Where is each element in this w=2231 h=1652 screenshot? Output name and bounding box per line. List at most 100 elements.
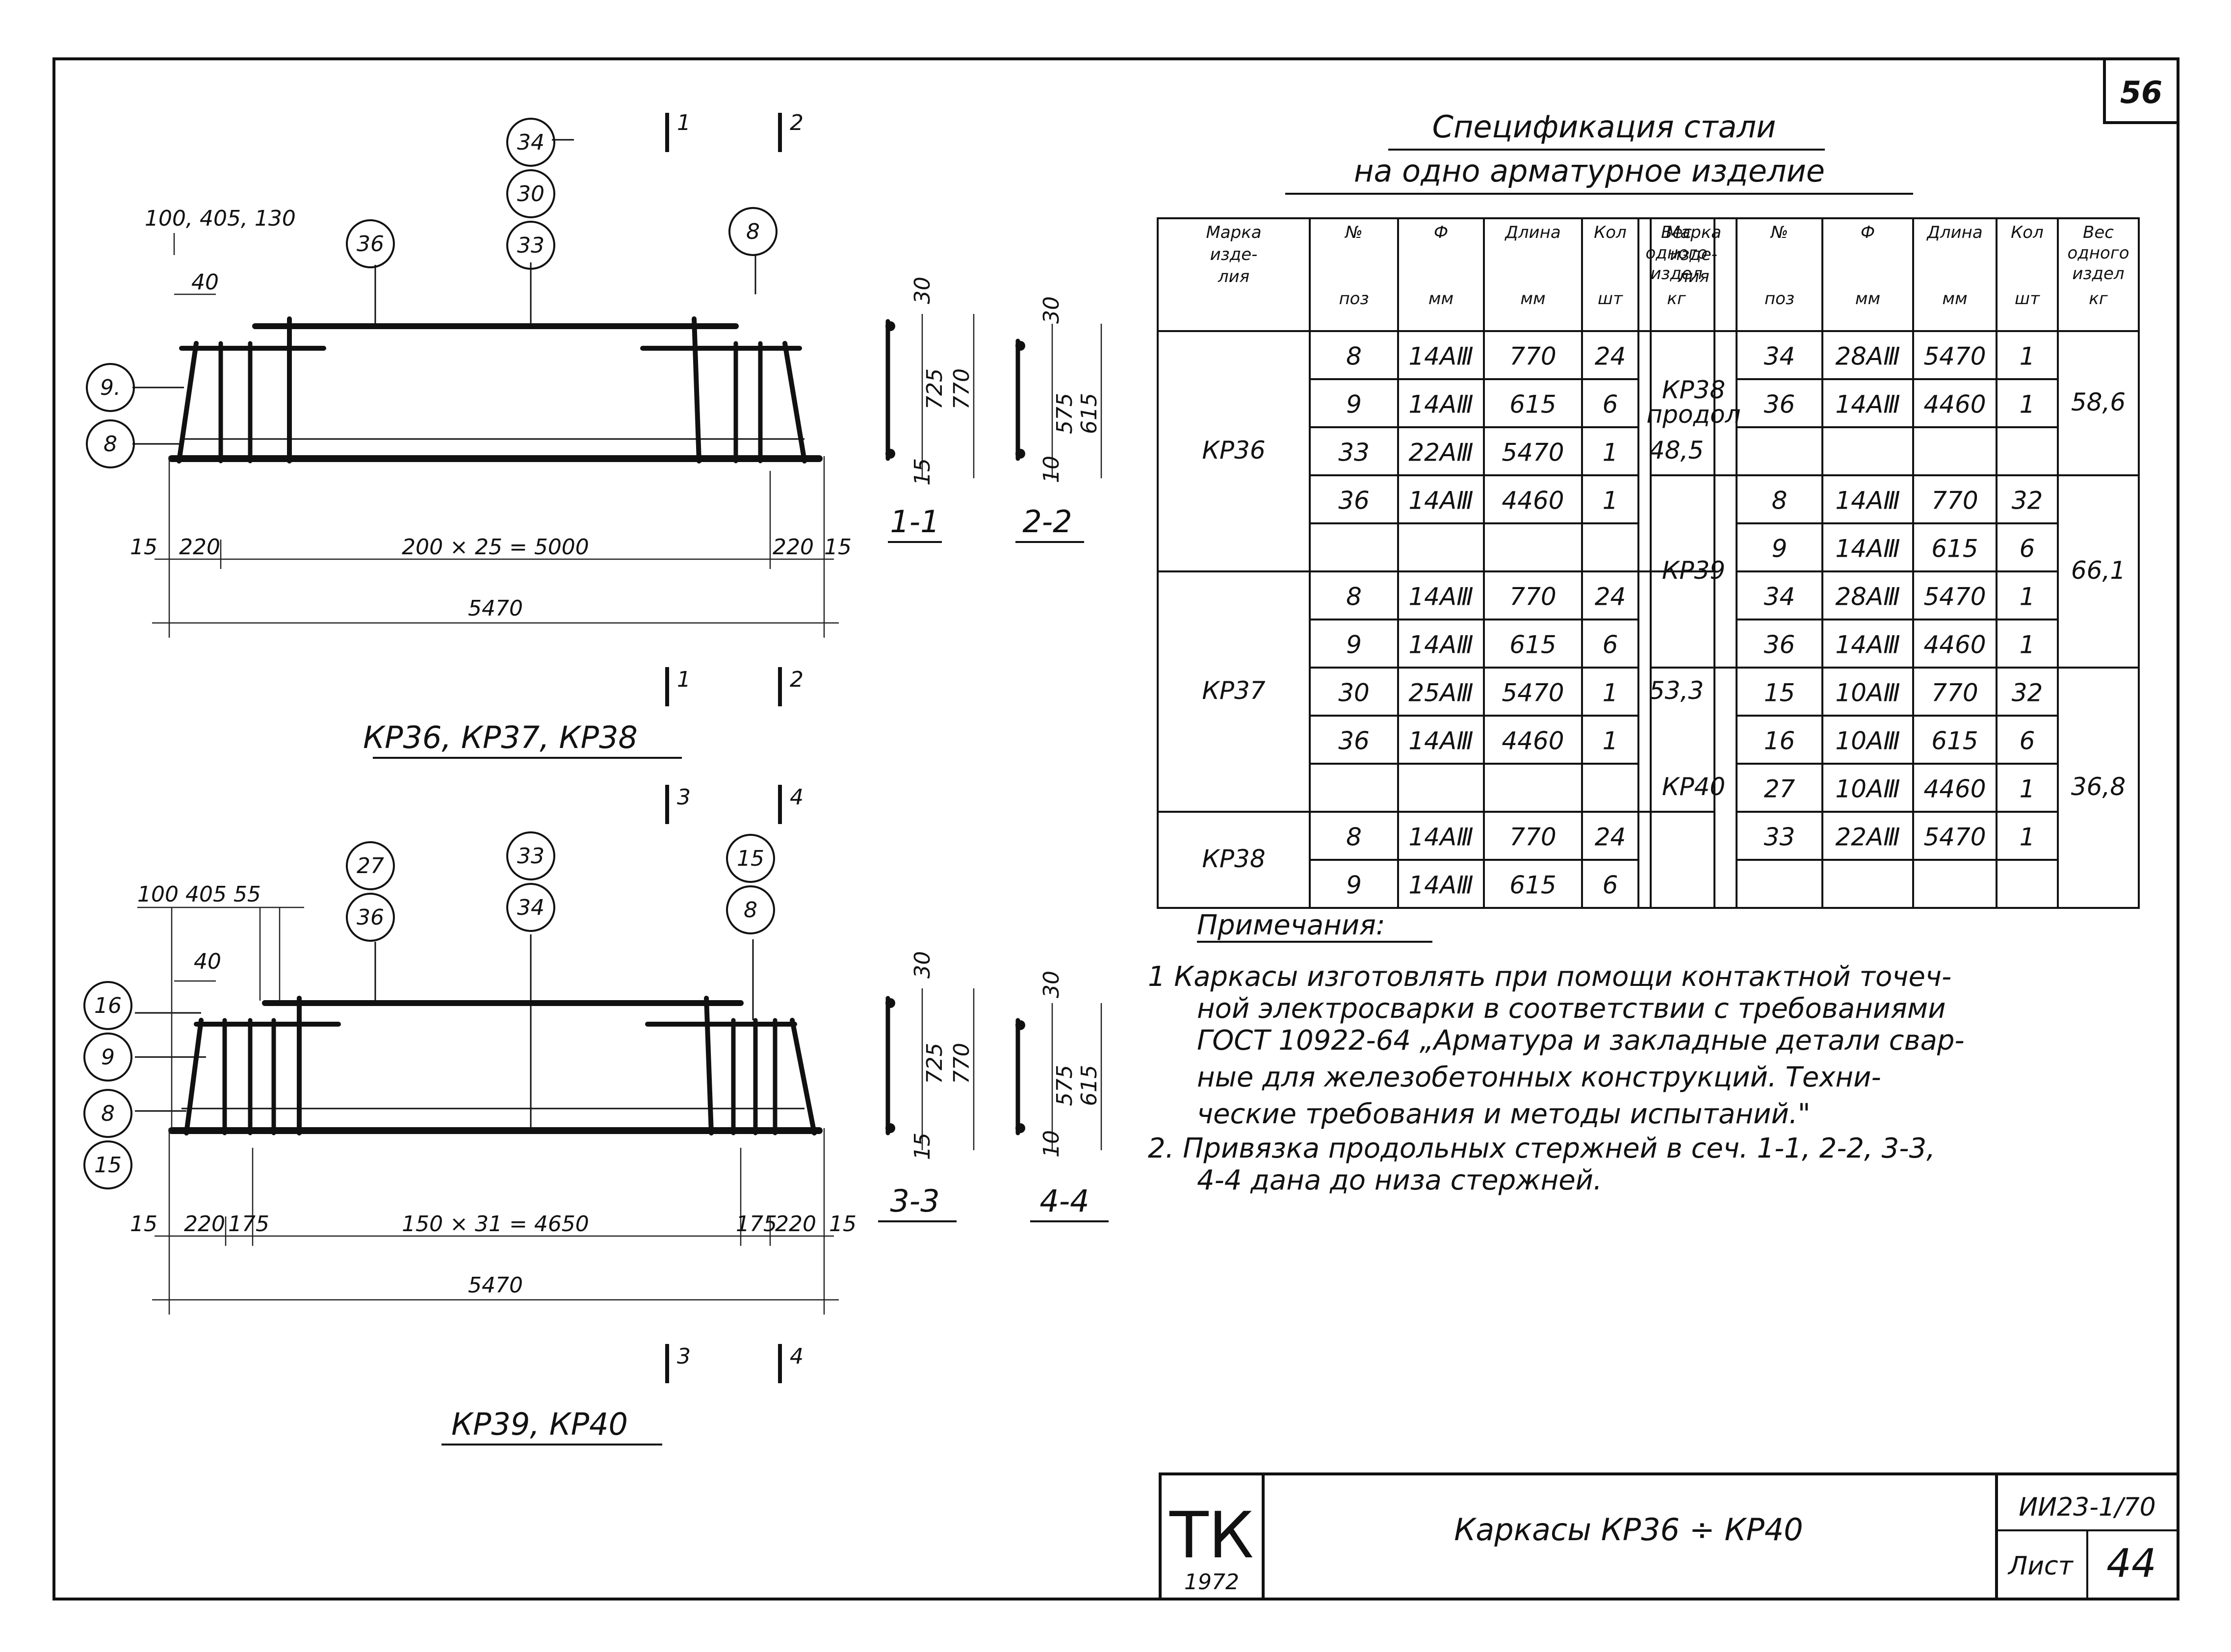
cell-diam: 14АⅢ	[1408, 871, 1473, 900]
cell-length: 615	[1509, 390, 1556, 419]
callout-34: 34	[517, 130, 545, 155]
cell-length: 770	[1931, 487, 1978, 515]
callout-15: 15	[737, 846, 764, 871]
cell-pos: 9	[1346, 631, 1362, 659]
cut-4-bottom: 4	[790, 1344, 804, 1369]
cell-length: 5470	[1923, 342, 1986, 371]
dim-220-left: 220	[179, 535, 220, 560]
dim-40-bottom: 40	[194, 949, 221, 974]
cell-length: 770	[1509, 583, 1556, 611]
title-logo: ТК	[1169, 1498, 1254, 1573]
cell-diam: 14АⅢ	[1408, 342, 1473, 371]
cell-qty: 24	[1595, 342, 1626, 371]
table-header-mark: изде-	[1210, 245, 1258, 264]
table-header-weight: кг	[1667, 289, 1686, 309]
dim-total: 5470	[468, 596, 523, 621]
table-header-diam: Ф	[1434, 223, 1448, 242]
cell-pos: 15	[1764, 679, 1795, 707]
callout-8-bottom: 8	[744, 898, 757, 923]
cell-length: 5470	[1502, 679, 1564, 707]
cell-diam: 28АⅢ	[1835, 583, 1900, 611]
cut-2-top: 2	[790, 110, 804, 135]
table-header-mark: лия	[1677, 267, 1709, 286]
cell-diam: 10АⅢ	[1835, 727, 1900, 755]
cell-length: 4460	[1923, 775, 1986, 803]
cell-qty: 6	[2020, 535, 2035, 563]
table-header-length: Длина	[1504, 223, 1560, 242]
cell-qty: 1	[2020, 775, 2035, 803]
title-text: Каркасы КР36 ÷ КР40	[1454, 1512, 1803, 1548]
table-header-mark: изде-	[1670, 245, 1717, 264]
cell-diam: 14АⅢ	[1408, 487, 1473, 515]
cell-length: 5470	[1923, 583, 1986, 611]
cell-qty: 24	[1595, 583, 1626, 611]
dim-15-right-bottom: 15	[829, 1212, 856, 1237]
cell-weight: 53,3	[1649, 676, 1704, 705]
dim-middle: 200 × 25 = 5000	[402, 535, 589, 560]
spec-table-right: Маркаизде-лия№позФммДлинаммКолштВесодног…	[1646, 217, 2140, 909]
table-header-pos: поз	[1339, 289, 1369, 309]
cell-length: 4460	[1923, 390, 1986, 419]
note-1-line-1: 1 Каркасы изготовлять при помощи контакт…	[1148, 961, 1951, 993]
table-header-diam: мм	[1428, 289, 1453, 309]
dim-220-right: 220	[773, 535, 814, 560]
cell-diam: 10АⅢ	[1835, 775, 1900, 803]
callout-9-bottom: 9	[101, 1045, 115, 1070]
sheet-number: 56	[2120, 75, 2162, 110]
s22-d575: 575	[1052, 393, 1077, 434]
cut-3-top: 3	[677, 785, 691, 810]
cell-mark: КР37	[1202, 676, 1265, 705]
s44-d30: 30	[1039, 971, 1064, 998]
callout-15-left: 15	[94, 1153, 122, 1178]
cell-length: 4460	[1502, 487, 1564, 515]
cell-diam: 14АⅢ	[1835, 487, 1900, 515]
title-code: ИИ23-1/70	[2019, 1493, 2156, 1522]
cell-pos: 8	[1346, 342, 1362, 371]
cell-diam: 25АⅢ	[1408, 679, 1473, 707]
top-frame-drawing: 34 30 33 36 8 9. 8 100, 405, 130 40 15 2…	[86, 110, 852, 759]
bottom-drawing-caption: КР39, КР40	[451, 1406, 628, 1442]
cell-qty: 24	[1595, 823, 1626, 852]
section-4-4: 30 575 615 10 4-4	[1015, 971, 1109, 1222]
table-header-pos: №	[1770, 223, 1788, 242]
cell-mark: КР39	[1662, 556, 1725, 585]
dim-40: 40	[191, 270, 219, 295]
callout-8-left-bottom: 8	[101, 1101, 115, 1126]
cell-pos: 36	[1338, 487, 1370, 515]
cell-qty: 1	[2020, 823, 2035, 852]
table-header-weight: кг	[2089, 289, 2108, 309]
cell-pos: 8	[1772, 487, 1788, 515]
table-header-mark: Марка	[1666, 223, 1721, 242]
table-header-pos: поз	[1764, 289, 1794, 309]
s44-d615: 615	[1077, 1065, 1102, 1106]
table-header-mark: лия	[1218, 267, 1249, 286]
section-3-3: 30 725 770 15 3-3	[878, 951, 975, 1222]
note-2-line-1: 2. Привязка продольных стержней в сеч. 1…	[1148, 1133, 1935, 1164]
cell-qty: 1	[1603, 679, 1618, 707]
cell-pos: 33	[1764, 823, 1795, 852]
cell-qty: 6	[2020, 727, 2035, 755]
dims-top-label-bottom: 100 405 55	[137, 882, 261, 907]
table-header-qty: шт	[1598, 289, 1623, 309]
s33-d30: 30	[910, 951, 935, 979]
section-3-3-label: 3-3	[890, 1183, 939, 1219]
s11-d770: 770	[949, 368, 974, 410]
cell-diam: 14АⅢ	[1408, 727, 1473, 755]
cell-qty: 32	[2012, 679, 2043, 707]
callout-36: 36	[357, 232, 384, 257]
s33-d15: 15	[910, 1133, 935, 1160]
note-1-line-3: ГОСТ 10922-64 „Арматура и закладные дета…	[1197, 1025, 1965, 1057]
callout-9: 9.	[100, 375, 121, 400]
table-frame	[1157, 217, 1715, 909]
cell-weight: 36,8	[2071, 773, 2126, 801]
s44-d10: 10	[1039, 1130, 1064, 1158]
cell-diam: 22АⅢ	[1408, 439, 1473, 467]
note-1-line-5: ческие требования и методы испытаний."	[1197, 1098, 1810, 1130]
notes-heading: Примечания:	[1197, 909, 1385, 941]
note-1-line-4: ные для железобетонных конструкций. Техн…	[1197, 1061, 1881, 1093]
dim-middle-bottom: 150 × 31 = 4650	[402, 1212, 589, 1237]
section-2-2: 30 575 615 10 2-2	[1015, 296, 1102, 543]
cell-weight: 58,6	[2071, 388, 2126, 416]
spec-title-line1: Спецификация стали	[1432, 109, 1776, 145]
cell-length: 4460	[1923, 631, 1986, 659]
